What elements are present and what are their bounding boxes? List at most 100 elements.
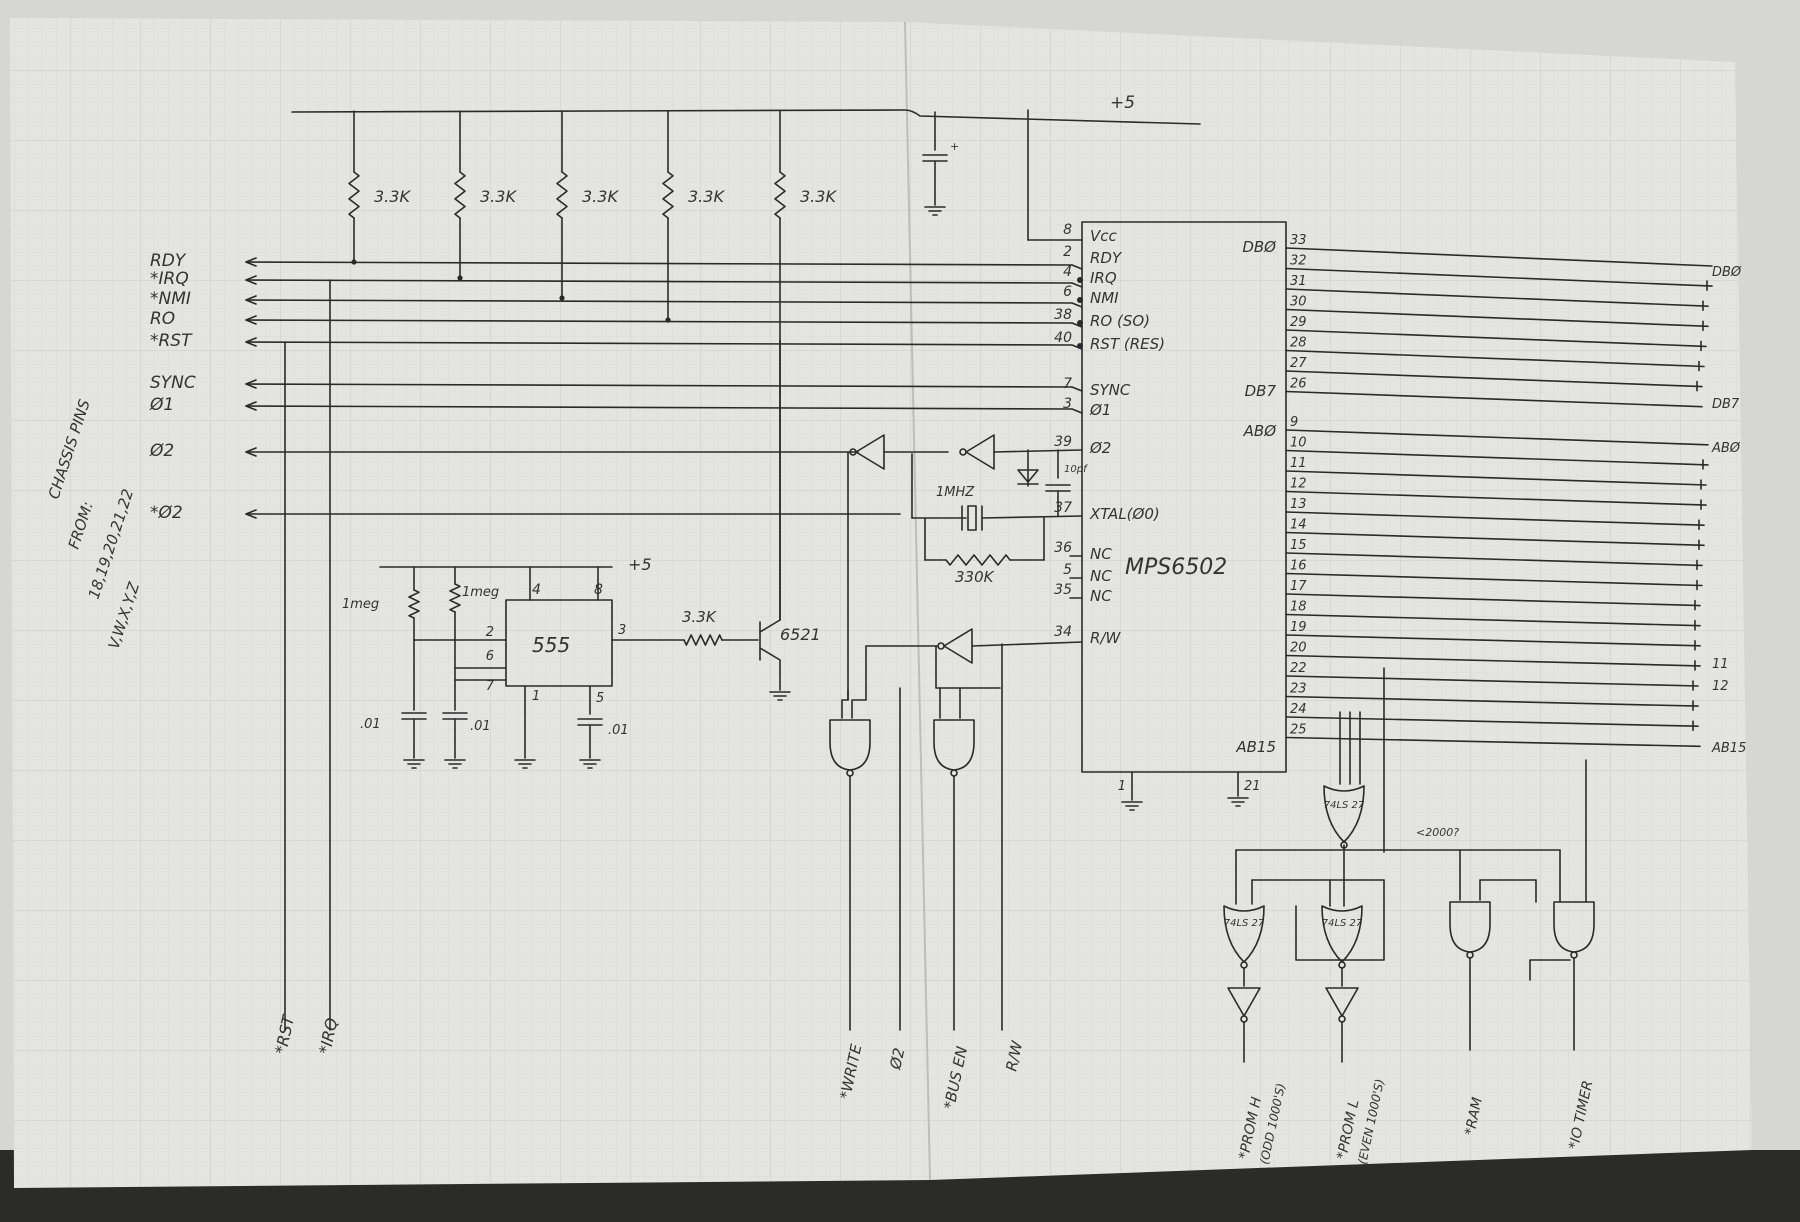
cpu-pin-number: 2 xyxy=(1063,244,1072,260)
signal-label-phi1: Ø1 xyxy=(149,395,174,415)
gate-wire xyxy=(841,689,849,719)
cpu-pin-number: 29 xyxy=(1290,315,1307,330)
bus-label-ab0: ABØ xyxy=(1711,441,1741,456)
gate-wire xyxy=(851,687,867,719)
signal-arrow xyxy=(245,257,257,267)
cpu-pin-name: IRQ xyxy=(1090,269,1117,287)
signal-label-nphi2: *Ø2 xyxy=(150,503,183,523)
signal-line-ro xyxy=(245,319,1073,324)
signal-arrow xyxy=(245,295,257,305)
signal-arrow xyxy=(245,447,257,457)
timer-pin-number: 5 xyxy=(596,691,604,706)
signal-line-rdy xyxy=(1071,264,1083,270)
cpu-pin-number: 20 xyxy=(1290,641,1307,656)
bus-label-a11: 11 xyxy=(1712,657,1729,672)
cap-polarity-mark: + xyxy=(950,140,959,153)
timer-resistor-label: 1meg xyxy=(462,585,499,600)
cpu-pin-name: ABØ xyxy=(1243,422,1278,440)
cpu-bus-line xyxy=(1285,449,1709,466)
decode-wire xyxy=(1295,879,1385,961)
timer-pin-number: 4 xyxy=(532,582,541,598)
timer-pin-number: 3 xyxy=(618,623,626,638)
decode-wire xyxy=(1529,959,1571,981)
signal-line-rdy xyxy=(245,261,1073,266)
cpu-pin-name: NC xyxy=(1090,545,1112,563)
paper-fold xyxy=(904,21,931,1181)
decode-wire xyxy=(1329,849,1345,907)
cpu-bus-line xyxy=(1285,470,1707,486)
cpu-bus-line xyxy=(1285,267,1713,287)
cpu-bus-line xyxy=(1285,247,1713,267)
pullup-value-label: 3.3K xyxy=(688,187,725,206)
bus-label-db7: DB7 xyxy=(1712,397,1740,412)
cpu-pin-name: XTAL(Ø0) xyxy=(1089,505,1160,523)
cpu-pin-number: 4 xyxy=(1063,264,1072,280)
crystal-label: 1MHZ xyxy=(936,485,975,500)
cpu-pin-number: 38 xyxy=(1054,307,1072,323)
pullup-value-label: 3.3K xyxy=(582,187,619,206)
cpu-bus-line xyxy=(1285,634,1701,647)
signal-label-ro: RO xyxy=(150,309,175,329)
address-note-label: <2000? xyxy=(1416,826,1459,839)
cpu-bus-line xyxy=(1285,329,1707,348)
active-low-marker xyxy=(1077,277,1083,283)
cpu-bus-line xyxy=(1285,716,1699,728)
cpu-pin-name: RDY xyxy=(1090,249,1123,267)
series-resistor-label: 3.3K xyxy=(682,608,717,626)
pullup-value-label: 3.3K xyxy=(480,187,517,206)
cpu-bus-line xyxy=(1285,531,1705,547)
cpu-pin-number: 25 xyxy=(1290,723,1307,738)
cpu-pin-number: 3 xyxy=(1063,396,1072,412)
diode xyxy=(1017,469,1039,483)
bus-label-db0: DBØ xyxy=(1712,265,1742,280)
feedback-resistor xyxy=(945,554,1011,566)
cpu-pin-number: 39 xyxy=(1054,434,1072,450)
cpu-pin-number: 1 xyxy=(1118,779,1126,794)
cpu-pin-name: Ø2 xyxy=(1089,439,1111,457)
cap-value-label: .01 xyxy=(608,723,629,738)
signal-line-sync xyxy=(245,383,1073,388)
junction-dot xyxy=(457,275,463,281)
cpu-pin-number: 7 xyxy=(1063,376,1072,392)
signal-label-sync: SYNC xyxy=(150,373,196,393)
timer-supply-label: +5 xyxy=(628,555,652,574)
cpu-bus-line xyxy=(1285,490,1707,506)
signal-label-irq: *IRQ xyxy=(150,269,189,289)
cpu-pin-number: 22 xyxy=(1290,661,1307,676)
rw-wire xyxy=(971,641,1083,647)
ground-symbol xyxy=(403,759,425,769)
cpu-pin-number: 37 xyxy=(1054,500,1072,516)
cpu-pin-name: RST (RES) xyxy=(1090,335,1165,353)
cpu-bus-line xyxy=(1285,288,1709,308)
junction-dot xyxy=(559,295,565,301)
ground-symbol xyxy=(1121,801,1143,811)
supply-rail-label: +5 xyxy=(1110,93,1135,113)
cpu-chip-name: MPS6502 xyxy=(1125,555,1227,580)
crystal-wire xyxy=(981,515,1083,519)
cpu-pin-number: 17 xyxy=(1290,579,1307,594)
ground-symbol xyxy=(579,759,601,769)
signal-label-rst: *RST xyxy=(150,331,193,351)
cpu-bus-line xyxy=(1285,736,1701,748)
cpu-pin-number: 28 xyxy=(1290,336,1307,351)
timer-series-resistor xyxy=(683,634,723,646)
gate-type-label: 74LS 27 xyxy=(1322,918,1363,929)
gate-wire xyxy=(935,645,1001,689)
cpu-pin-number: 24 xyxy=(1290,702,1307,717)
gate-wire xyxy=(865,645,939,689)
signal-label-rdy: RDY xyxy=(150,251,187,271)
cpu-pin-name: RO (SO) xyxy=(1090,312,1150,330)
cpu-pin-number: 40 xyxy=(1054,330,1072,346)
cpu-pin-name: Vcc xyxy=(1090,227,1118,245)
cpu-pin-number: 27 xyxy=(1290,356,1307,371)
phi2-wire xyxy=(993,449,1083,453)
cpu-pin-number: 31 xyxy=(1290,274,1307,289)
cpu-pin-number: 35 xyxy=(1054,582,1072,598)
cpu-pin-number: 8 xyxy=(1063,222,1072,238)
cpu-chip-body xyxy=(1081,221,1287,773)
timer-pin-number: 6 xyxy=(486,649,494,664)
cpu-bus-line xyxy=(1285,695,1699,707)
cpu-pin-number: 18 xyxy=(1290,600,1307,615)
signal-arrow xyxy=(245,509,257,519)
timer-resistor-2 xyxy=(449,583,461,613)
